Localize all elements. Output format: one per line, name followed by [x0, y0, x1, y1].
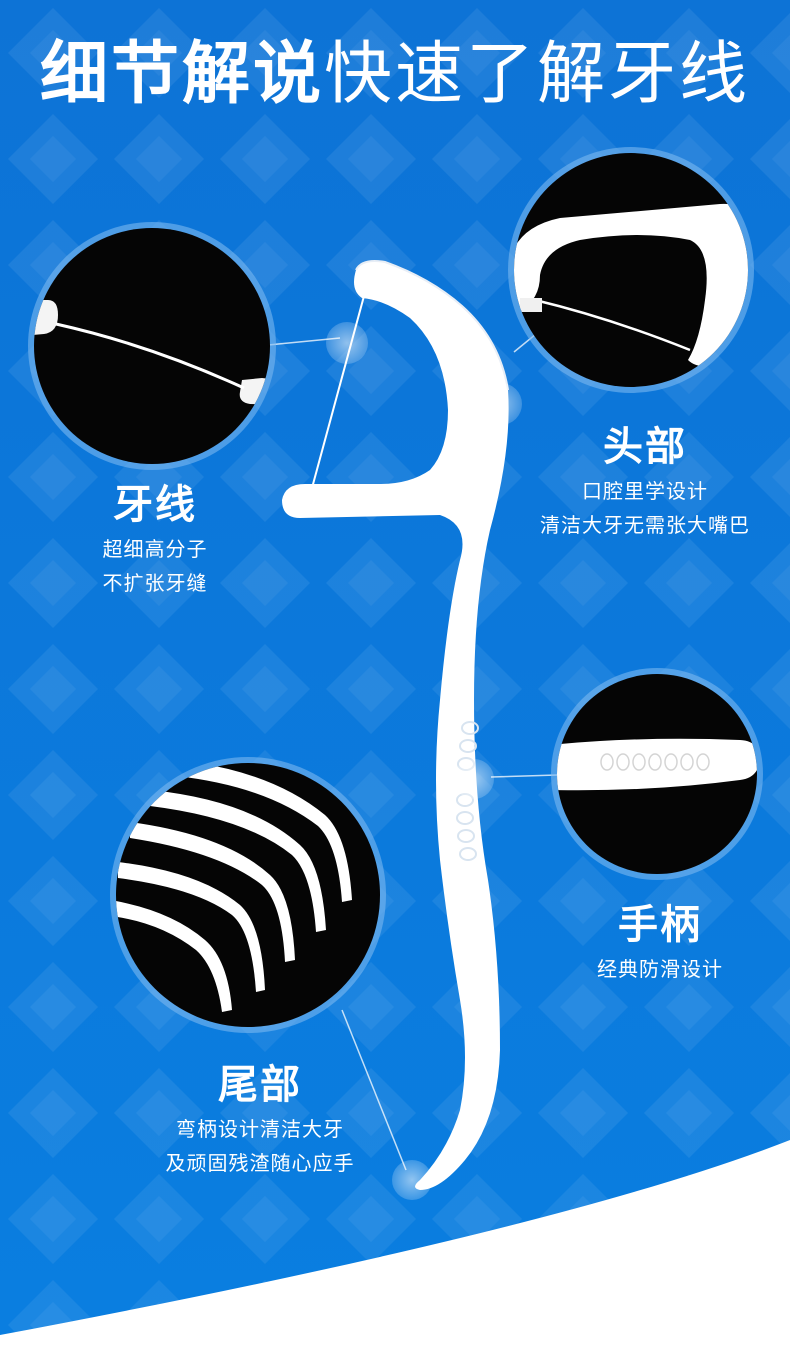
detail-tail-line-2: 及顽固残渣随心应手 [165, 1151, 355, 1175]
page-title: 细节解说快速了解牙线 [0, 30, 790, 120]
detail-tail: 尾部 弯柄设计清洁大牙 及顽固残渣随心应手 [110, 1058, 410, 1180]
detail-head-line-2: 清洁大牙无需张大嘴巴 [540, 513, 750, 537]
detail-tail-heading: 尾部 [218, 1062, 302, 1108]
detail-handle: 手柄 经典防滑设计 [560, 898, 760, 986]
title-light: 快速了解牙线 [324, 35, 751, 114]
detail-handle-line-1: 经典防滑设计 [597, 957, 723, 981]
detail-tail-line-1: 弯柄设计清洁大牙 [176, 1117, 344, 1141]
detail-head-line-1: 口腔里学设计 [582, 479, 708, 503]
detail-floss: 牙线 超细高分子 不扩张牙缝 [55, 478, 255, 600]
detail-floss-line-2: 不扩张牙缝 [102, 571, 208, 595]
detail-head: 头部 口腔里学设计 清洁大牙无需张大嘴巴 [515, 420, 775, 542]
detail-floss-line-1: 超细高分子 [102, 537, 208, 561]
detail-handle-heading: 手柄 [618, 902, 702, 948]
title-bold: 细节解说 [39, 35, 324, 114]
detail-head-heading: 头部 [603, 424, 687, 470]
detail-floss-heading: 牙线 [113, 482, 197, 528]
